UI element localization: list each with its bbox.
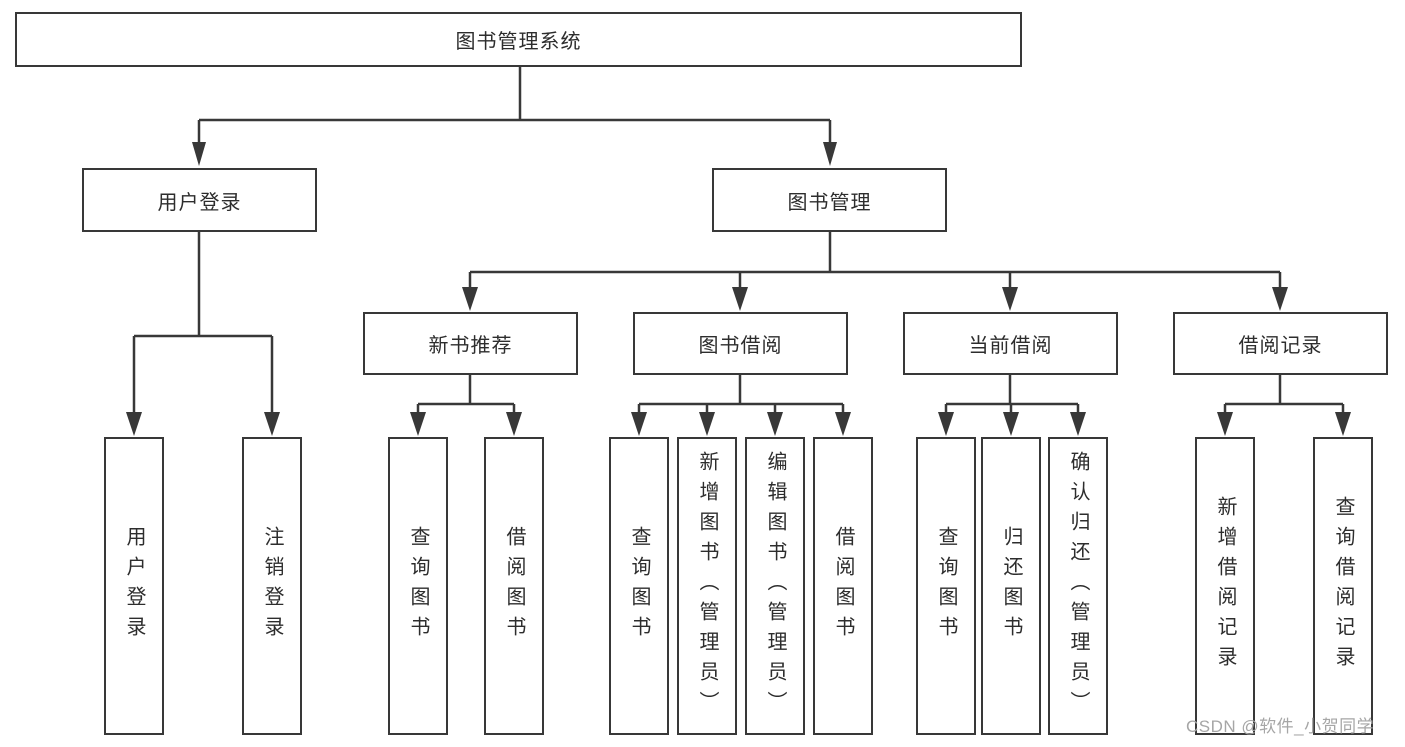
leaf-query-books-current-label: 查询图书 [935, 526, 957, 646]
leaf-logout: 注销登录 [242, 437, 302, 735]
leaf-add-borrow-record: 新增借阅记录 [1195, 437, 1255, 735]
leaf-add-book-admin: 新增图书（管理员） [677, 437, 737, 735]
leaf-query-books-recommend: 查询图书 [388, 437, 448, 735]
leaf-return-book-label: 归还图书 [1000, 526, 1022, 646]
leaf-logout-label: 注销登录 [261, 526, 283, 646]
leaf-borrow-books: 借阅图书 [813, 437, 873, 735]
leaf-add-borrow-record-label: 新增借阅记录 [1214, 496, 1236, 676]
leaf-query-books-recommend-label: 查询图书 [407, 526, 429, 646]
node-new-book-recommend: 新书推荐 [363, 312, 578, 375]
leaf-edit-book-admin-label: 编辑图书（管理员） [764, 451, 786, 721]
node-book-management: 图书管理 [712, 168, 947, 232]
leaf-borrow-books-recommend: 借阅图书 [484, 437, 544, 735]
node-book-borrow: 图书借阅 [633, 312, 848, 375]
leaf-query-borrow-record: 查询借阅记录 [1313, 437, 1373, 735]
node-borrow-records: 借阅记录 [1173, 312, 1388, 375]
leaf-return-book: 归还图书 [981, 437, 1041, 735]
leaf-query-borrow-record-label: 查询借阅记录 [1332, 496, 1354, 676]
node-user-login: 用户登录 [82, 168, 317, 232]
leaf-user-login: 用户登录 [104, 437, 164, 735]
csdn-watermark: CSDN @软件_小贺同学 [1186, 717, 1375, 736]
leaf-query-books-current: 查询图书 [916, 437, 976, 735]
leaf-user-login-label: 用户登录 [123, 526, 145, 646]
node-current-borrow: 当前借阅 [903, 312, 1118, 375]
leaf-query-books-borrow-label: 查询图书 [628, 526, 650, 646]
node-root: 图书管理系统 [15, 12, 1022, 67]
leaf-add-book-admin-label: 新增图书（管理员） [696, 451, 718, 721]
arrowheads [126, 142, 1351, 436]
leaf-edit-book-admin: 编辑图书（管理员） [745, 437, 805, 735]
leaf-query-books-borrow: 查询图书 [609, 437, 669, 735]
leaf-borrow-books-label: 借阅图书 [832, 526, 854, 646]
connector-paths [132, 67, 1345, 418]
leaf-borrow-books-recommend-label: 借阅图书 [503, 526, 525, 646]
leaf-confirm-return-admin: 确认归还（管理员） [1048, 437, 1108, 735]
leaf-confirm-return-admin-label: 确认归还（管理员） [1067, 451, 1089, 721]
